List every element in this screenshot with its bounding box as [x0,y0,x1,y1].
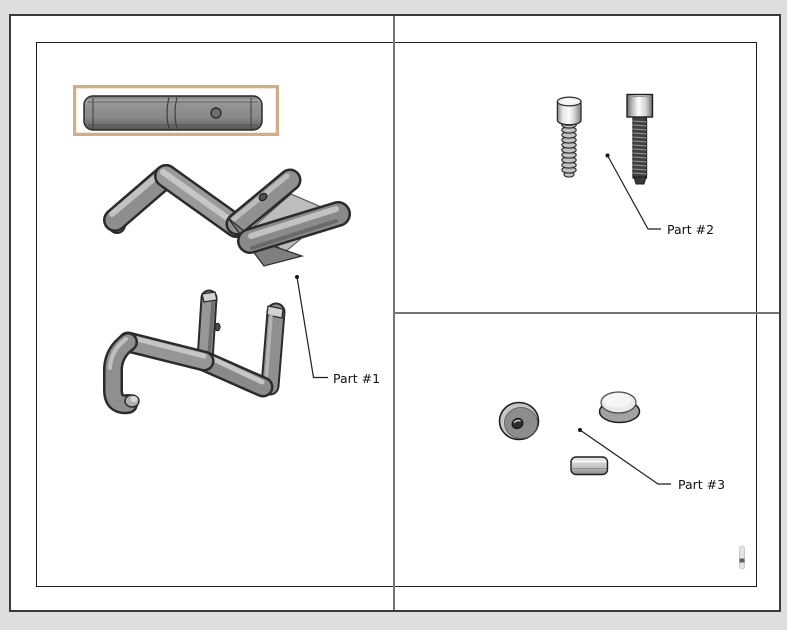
u-bracket-shading [207,301,215,358]
pin-band [739,558,745,563]
part3-washer-drawing[interactable] [498,401,540,441]
bar-split-line [166,97,170,129]
u-bracket-shading [108,337,128,370]
part3-dome-cap-drawing[interactable] [598,391,641,424]
u-bracket-mid-post-cap [201,291,218,303]
part2-label[interactable]: Part #2 [667,222,715,237]
u-bracket-left-arm-face [105,334,136,412]
selection-highlight-box[interactable] [73,85,279,136]
panel-divider-horizontal [395,312,779,314]
part3-label[interactable]: Part #3 [678,477,726,492]
screw-head-top-highlight [561,98,577,105]
disc-body [570,456,609,476]
pin-body [739,545,745,570]
screw-tip [633,176,647,185]
screw-head [556,100,582,126]
part1-u-bracket-drawing[interactable] [103,289,286,415]
u-bracket-shading [126,334,207,359]
part3-leader[interactable] [578,428,671,485]
z-bracket-lower-rail-face [239,203,349,252]
u-bracket-base-face [196,353,271,395]
small-pin-drawing [739,545,745,570]
bar-split-line [174,97,178,129]
bar-body [83,95,263,131]
bar-hole [210,107,222,119]
u-bracket-shading [204,353,265,385]
u-bracket-beam-face [120,334,212,369]
screw-head-top-edge [627,95,652,99]
u-bracket-hole [214,322,221,332]
part2-screw-front-drawing[interactable] [626,93,654,185]
z-bracket-upper-right-arm-face [228,171,299,233]
part1-label[interactable]: Part #1 [333,371,381,386]
z-bracket-shading [160,169,236,225]
sheet-margin-frame [36,42,757,587]
u-bracket-hook-tip-highlight [130,396,138,402]
u-bracket-right-post-face [262,304,284,394]
screw-head [626,93,654,118]
part1-z-bracket-drawing[interactable] [103,164,351,267]
part2-leader[interactable] [605,153,662,230]
leader-line [296,276,328,379]
u-bracket-shading [264,314,273,384]
screw-thread-ridges [631,120,649,175]
cap-dome-highlight [604,393,631,408]
leader-line [579,429,671,485]
z-bracket-hole [258,192,268,202]
z-bracket-shading [250,219,338,250]
part2-screw-angled-drawing[interactable] [556,96,582,178]
panel-divider-vertical [393,16,395,610]
part1-bar-drawing[interactable] [83,95,263,131]
washer-hole-highlight [513,419,521,424]
z-bracket-shading [248,206,339,239]
part1-leader[interactable] [295,275,328,379]
u-bracket-mid-post-face [198,291,216,367]
leader-line [606,155,661,230]
part3-disc-drawing[interactable] [570,456,609,476]
